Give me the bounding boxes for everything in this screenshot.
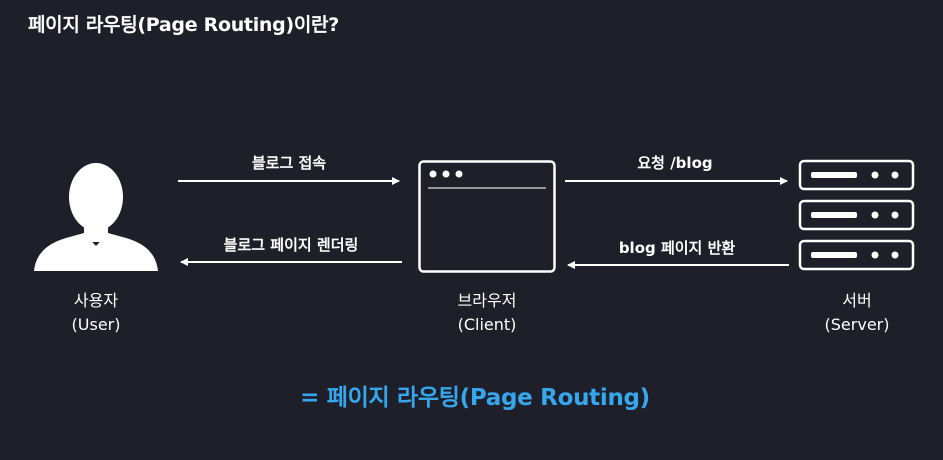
client-sub: (Client) bbox=[457, 315, 517, 334]
client-name: 브라우저 bbox=[457, 291, 517, 310]
client-label: 브라우저 (Client) bbox=[458, 289, 517, 337]
user-sub: (User) bbox=[71, 315, 121, 334]
label-user-to-client: 블로그 접속 bbox=[251, 154, 327, 172]
label-client-to-server: 요청 /blog bbox=[637, 154, 713, 172]
user-name: 사용자 bbox=[73, 291, 119, 310]
summary-text: = 페이지 라우팅(Page Routing) bbox=[300, 385, 650, 411]
server-label: 서버 (Server) bbox=[825, 289, 890, 337]
server-name: 서버 bbox=[842, 291, 872, 310]
browser-icon bbox=[418, 160, 556, 273]
server-sub: (Server) bbox=[824, 315, 890, 334]
label-server-to-client: blog 페이지 반환 bbox=[618, 239, 736, 257]
user-icon bbox=[34, 163, 158, 271]
server-icon bbox=[798, 159, 915, 271]
label-client-to-user: 블로그 페이지 렌더링 bbox=[223, 236, 359, 254]
user-label: 사용자 (User) bbox=[72, 289, 121, 337]
page-title: 페이지 라우팅(Page Routing)이란? bbox=[28, 14, 339, 36]
